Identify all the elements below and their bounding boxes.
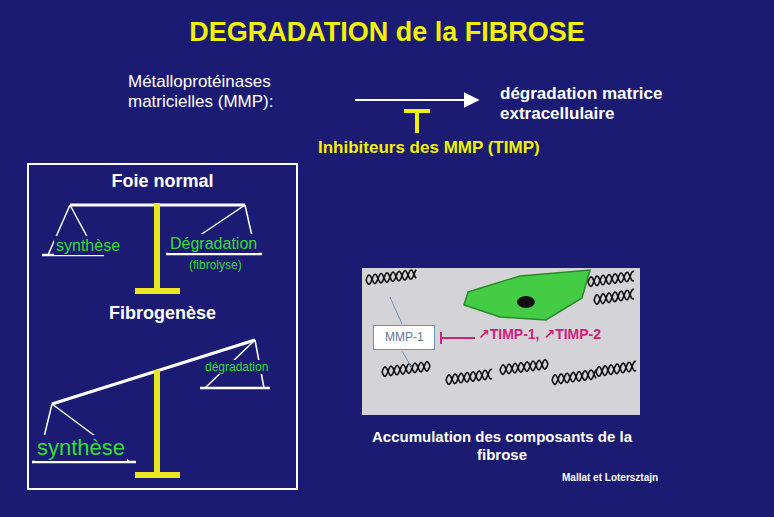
collagen-strand xyxy=(552,370,596,384)
collagen-strand xyxy=(500,360,548,373)
collagen-strand xyxy=(446,370,492,383)
state-heading: Foie normal xyxy=(29,171,296,193)
caption: Accumulation des composants de la fibros… xyxy=(352,428,652,464)
collagen-strand xyxy=(552,370,596,385)
collagen-strand xyxy=(382,362,430,375)
arrow xyxy=(355,99,478,101)
collagen-strand xyxy=(594,290,634,304)
collagen-strand xyxy=(594,289,634,303)
inhibitor-text: ↗TIMP-1, ↗TIMP-2 xyxy=(478,326,601,343)
balance-normal xyxy=(42,203,262,294)
collagen-strand xyxy=(588,271,634,286)
collagen-strand xyxy=(366,270,416,284)
balance-fibrogenesis xyxy=(32,340,270,478)
state-heading: Fibrogenèse xyxy=(29,303,296,325)
pan-label: synthèse xyxy=(35,435,127,461)
enzyme-name: MMP-1 xyxy=(385,330,424,344)
comparison-box: Foie normal synthèse Dégradation (fibrolyse… xyxy=(27,163,298,490)
effect-label: dégradation matrice extracellulaire xyxy=(500,84,685,125)
pan-note: (fibrolyse) xyxy=(189,258,242,272)
collagen-strand xyxy=(596,361,636,375)
enzyme-box: MMP-1 xyxy=(373,325,435,350)
collagen-fibres xyxy=(366,270,636,385)
inhibition-line xyxy=(441,332,475,344)
pan-label: dégradation xyxy=(203,360,270,374)
cell-nucleus xyxy=(517,296,535,308)
collagen-strand xyxy=(500,360,548,375)
panel-ground xyxy=(362,268,640,415)
inhibition-symbol xyxy=(404,111,430,133)
collagen-strand xyxy=(366,270,416,284)
credit: Mallat et Lotersztajn xyxy=(562,472,658,484)
stellate-cell xyxy=(464,270,590,320)
title: DEGRADATION de la FIBROSE xyxy=(0,16,774,48)
collagen-strand xyxy=(588,272,634,285)
enzyme-label: Métalloprotéinases matricielles (MMP): xyxy=(128,72,333,113)
illustration-panel: ↗TIMP-1, ↗TIMP-2 MMP-1 xyxy=(362,268,640,415)
collagen-strand xyxy=(446,369,492,384)
pan-label: Dégradation xyxy=(168,234,259,253)
inhibitor-label: Inhibiteurs des MMP (TIMP) xyxy=(318,138,540,158)
collagen-strand xyxy=(382,362,430,377)
collagen-strand xyxy=(596,362,636,376)
pan-label: synthèse xyxy=(54,236,122,255)
